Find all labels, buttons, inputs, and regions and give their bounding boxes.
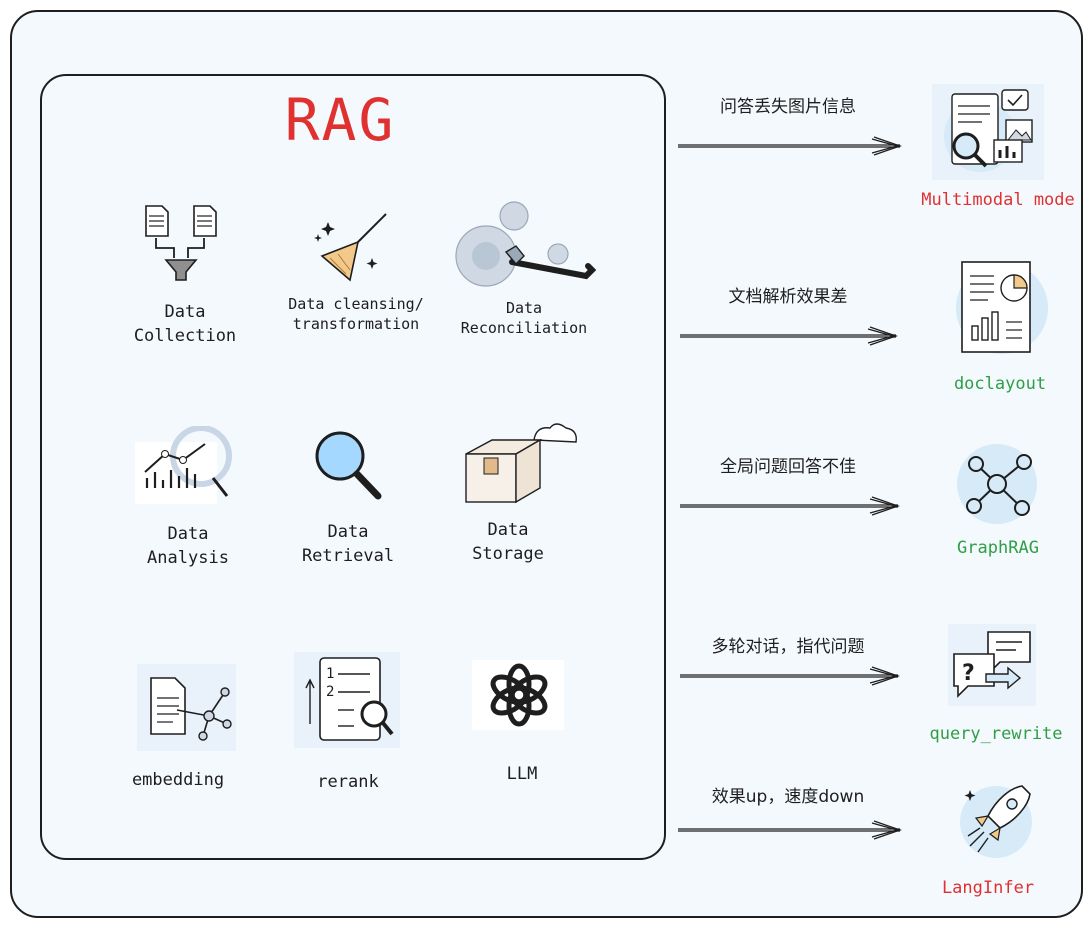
broom-icon — [314, 213, 387, 282]
rocket-icon — [960, 785, 1032, 858]
flow-4-problem: 多轮对话，指代问题 — [711, 637, 865, 657]
rag-container — [40, 74, 666, 860]
multimodal-doc-icon — [944, 89, 1033, 172]
label-embedding: embedding — [131, 770, 225, 790]
svg-text:2: 2 — [326, 684, 334, 700]
label-rerank: rerank — [317, 772, 379, 792]
flow-5-solution: LangInfer — [941, 878, 1035, 898]
flow-1-solution: Multimodal mode — [921, 190, 1075, 210]
ranked-list-icon: 12 — [305, 657, 394, 741]
chat-rewrite-icon: ? — [953, 631, 1031, 698]
flow-2-solution: doclayout — [953, 374, 1047, 394]
flow-5-arrow — [678, 820, 902, 840]
llm-tile — [472, 660, 564, 730]
flow-4-solution: query_rewrite — [929, 724, 1063, 744]
flow-1-problem: 问答丢失图片信息 — [720, 97, 856, 117]
flow-4-arrow — [680, 666, 900, 686]
flow-3-arrow — [680, 496, 900, 516]
svg-text:1: 1 — [326, 666, 334, 682]
svg-text:?: ? — [962, 661, 975, 686]
flow-1-arrow — [678, 136, 902, 156]
flow-3-solution: GraphRAG — [957, 538, 1039, 558]
box-cloud-icon — [465, 423, 577, 504]
label-data-cleansing: Data cleansing/transformation — [288, 295, 424, 333]
documents-funnel-icon — [145, 205, 217, 281]
rag-title: RAG — [284, 86, 396, 154]
document-network-icon — [150, 677, 232, 741]
flow-5-problem: 效果up，速度down — [711, 787, 865, 807]
layout-report-icon — [956, 261, 1048, 354]
label-llm: LLM — [506, 764, 538, 784]
graph-network-icon — [957, 444, 1037, 524]
gears-wrench-icon — [455, 201, 597, 287]
openai-knot-icon — [490, 663, 548, 727]
magnifier-icon — [315, 431, 382, 500]
flow-2-arrow — [680, 326, 898, 346]
analytics-chart-icon — [135, 426, 232, 504]
flow-2-problem: 文档解析效果差 — [728, 287, 848, 307]
flow-3-problem: 全局问题回答不佳 — [720, 457, 856, 477]
